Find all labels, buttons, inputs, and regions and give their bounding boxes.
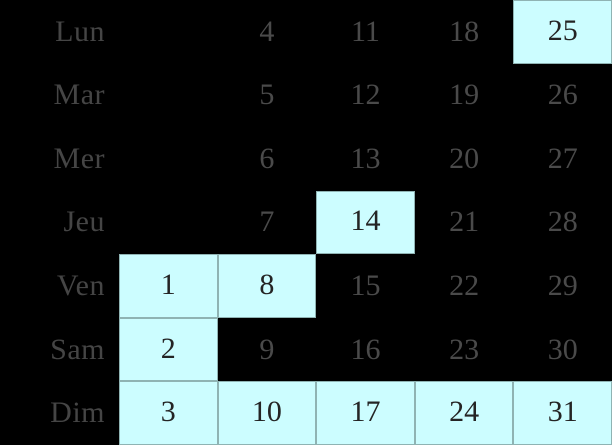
date-number: 24 <box>449 395 480 429</box>
date-number: 21 <box>449 205 480 239</box>
date-number: 8 <box>259 268 275 302</box>
day-label-dim: Dim <box>0 381 119 445</box>
date-number: 10 <box>251 395 282 429</box>
date-cell[interactable]: 14 <box>316 190 415 255</box>
date-number: 16 <box>350 332 381 366</box>
date-cell[interactable]: 27 <box>513 127 612 191</box>
date-cell[interactable]: 16 <box>316 317 415 382</box>
date-number: 22 <box>449 269 480 303</box>
date-cell[interactable]: 10 <box>217 381 317 445</box>
date-cell[interactable]: 15 <box>316 254 415 318</box>
date-cell-empty <box>119 190 218 255</box>
date-number: 11 <box>351 14 380 48</box>
date-cell[interactable]: 8 <box>217 254 317 318</box>
date-cell[interactable]: 28 <box>513 190 612 255</box>
date-number: 4 <box>259 14 275 48</box>
date-number: 23 <box>449 332 480 366</box>
day-label-sam: Sam <box>0 317 119 382</box>
date-cell[interactable]: 5 <box>217 63 317 128</box>
date-cell[interactable]: 13 <box>316 127 415 191</box>
date-cell[interactable]: 18 <box>414 0 514 64</box>
date-cell-empty <box>119 127 218 191</box>
date-cell-empty <box>119 0 218 64</box>
date-cell[interactable]: 12 <box>316 63 415 128</box>
date-cell[interactable]: 21 <box>414 190 514 255</box>
date-cell[interactable]: 31 <box>513 381 612 445</box>
date-cell[interactable]: 4 <box>217 0 317 64</box>
date-number: 27 <box>547 141 578 175</box>
date-number: 29 <box>547 269 578 303</box>
date-number: 2 <box>160 331 176 365</box>
date-number: 15 <box>350 269 381 303</box>
date-cell[interactable]: 24 <box>414 381 514 445</box>
date-cell[interactable]: 30 <box>513 317 612 382</box>
date-number: 1 <box>160 268 176 302</box>
date-number: 28 <box>547 205 578 239</box>
day-label-lun: Lun <box>0 0 119 64</box>
date-number: 13 <box>350 141 381 175</box>
date-number: 17 <box>350 395 381 429</box>
date-cell[interactable]: 7 <box>217 190 317 255</box>
date-number: 25 <box>547 13 578 47</box>
date-cell-empty <box>119 63 218 128</box>
date-number: 26 <box>547 78 578 112</box>
date-number: 5 <box>259 78 275 112</box>
date-cell[interactable]: 1 <box>119 254 218 318</box>
date-number: 7 <box>259 205 275 239</box>
date-cell[interactable]: 17 <box>316 381 415 445</box>
date-cell[interactable]: 3 <box>119 381 218 445</box>
date-number: 18 <box>449 14 480 48</box>
day-label-mar: Mar <box>0 63 119 128</box>
date-number: 9 <box>259 332 275 366</box>
date-number: 20 <box>449 141 480 175</box>
date-cell[interactable]: 29 <box>513 254 612 318</box>
date-cell[interactable]: 2 <box>119 317 218 382</box>
date-cell[interactable]: 23 <box>414 317 514 382</box>
date-number: 14 <box>350 204 381 238</box>
date-number: 31 <box>547 395 578 429</box>
date-cell[interactable]: 22 <box>414 254 514 318</box>
date-cell[interactable]: 9 <box>217 317 317 382</box>
day-label-mer: Mer <box>0 127 119 191</box>
date-number: 30 <box>547 332 578 366</box>
date-cell[interactable]: 19 <box>414 63 514 128</box>
date-number: 12 <box>350 78 381 112</box>
date-cell[interactable]: 11 <box>316 0 415 64</box>
date-number: 3 <box>160 395 176 429</box>
date-cell[interactable]: 20 <box>414 127 514 191</box>
date-number: 6 <box>259 141 275 175</box>
day-label-ven: Ven <box>0 254 119 318</box>
date-cell[interactable]: 6 <box>217 127 317 191</box>
date-cell[interactable]: 26 <box>513 63 612 128</box>
date-cell[interactable]: 25 <box>513 0 612 64</box>
day-label-jeu: Jeu <box>0 190 119 255</box>
date-number: 19 <box>449 78 480 112</box>
